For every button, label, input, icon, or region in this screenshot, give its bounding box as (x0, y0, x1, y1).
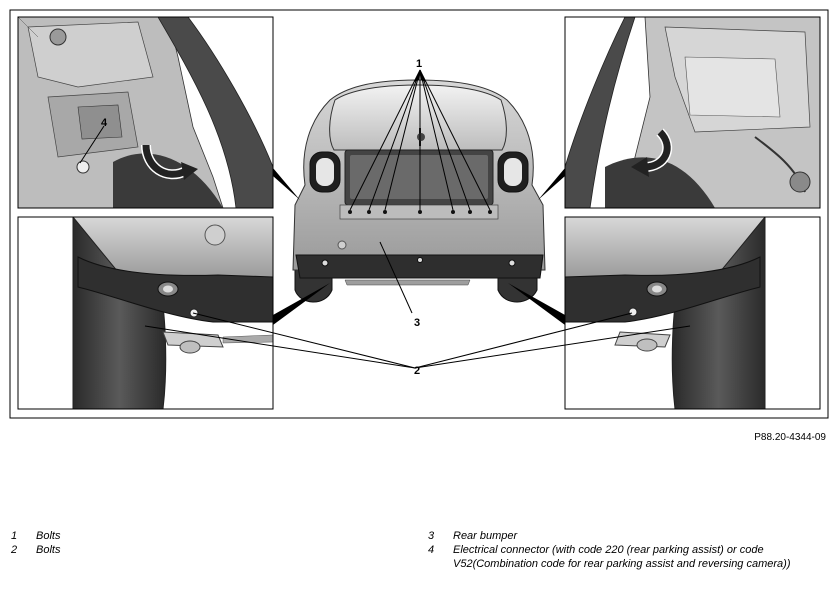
callout-2: 2 (414, 365, 420, 377)
legend-item: 1 Bolts (11, 529, 60, 543)
legend-text: Electrical connector (with code 220 (rea… (453, 544, 791, 570)
detail-pointer-wedges (273, 168, 565, 325)
callout-3: 3 (414, 317, 420, 329)
callout-1: 1 (416, 58, 422, 70)
legend-right-column: 3 Rear bumper 4 Electrical connector (wi… (428, 529, 818, 571)
detail-bottom-left-bumper (17, 216, 274, 410)
legend-number: 2 (11, 544, 18, 556)
legend-text: Bolts (36, 530, 61, 542)
callout-4: 4 (101, 117, 108, 129)
legend-left-column: 1 Bolts 2 Bolts (11, 529, 60, 557)
detail-top-left-wheel-arch (17, 16, 274, 209)
legend-item: 4 Electrical connector (with code 220 (r… (428, 543, 818, 571)
legend-number: 3 (428, 530, 435, 542)
detail-top-right-wheel-arch (564, 16, 821, 209)
callout-leader-lines (79, 69, 691, 369)
legend-text: Rear bumper (453, 530, 518, 542)
legend-number: 4 (428, 544, 435, 556)
legend-item: 2 Bolts (11, 543, 60, 557)
legend-number: 1 (11, 530, 18, 542)
detail-bottom-right-bumper (564, 216, 821, 410)
figure-code: P88.20-4344-09 (754, 432, 826, 443)
legend-text: Bolts (36, 544, 61, 556)
callout-arrowheads (414, 70, 426, 82)
car-rear-view (292, 79, 546, 303)
legend-item: 3 Rear bumper (428, 529, 818, 543)
